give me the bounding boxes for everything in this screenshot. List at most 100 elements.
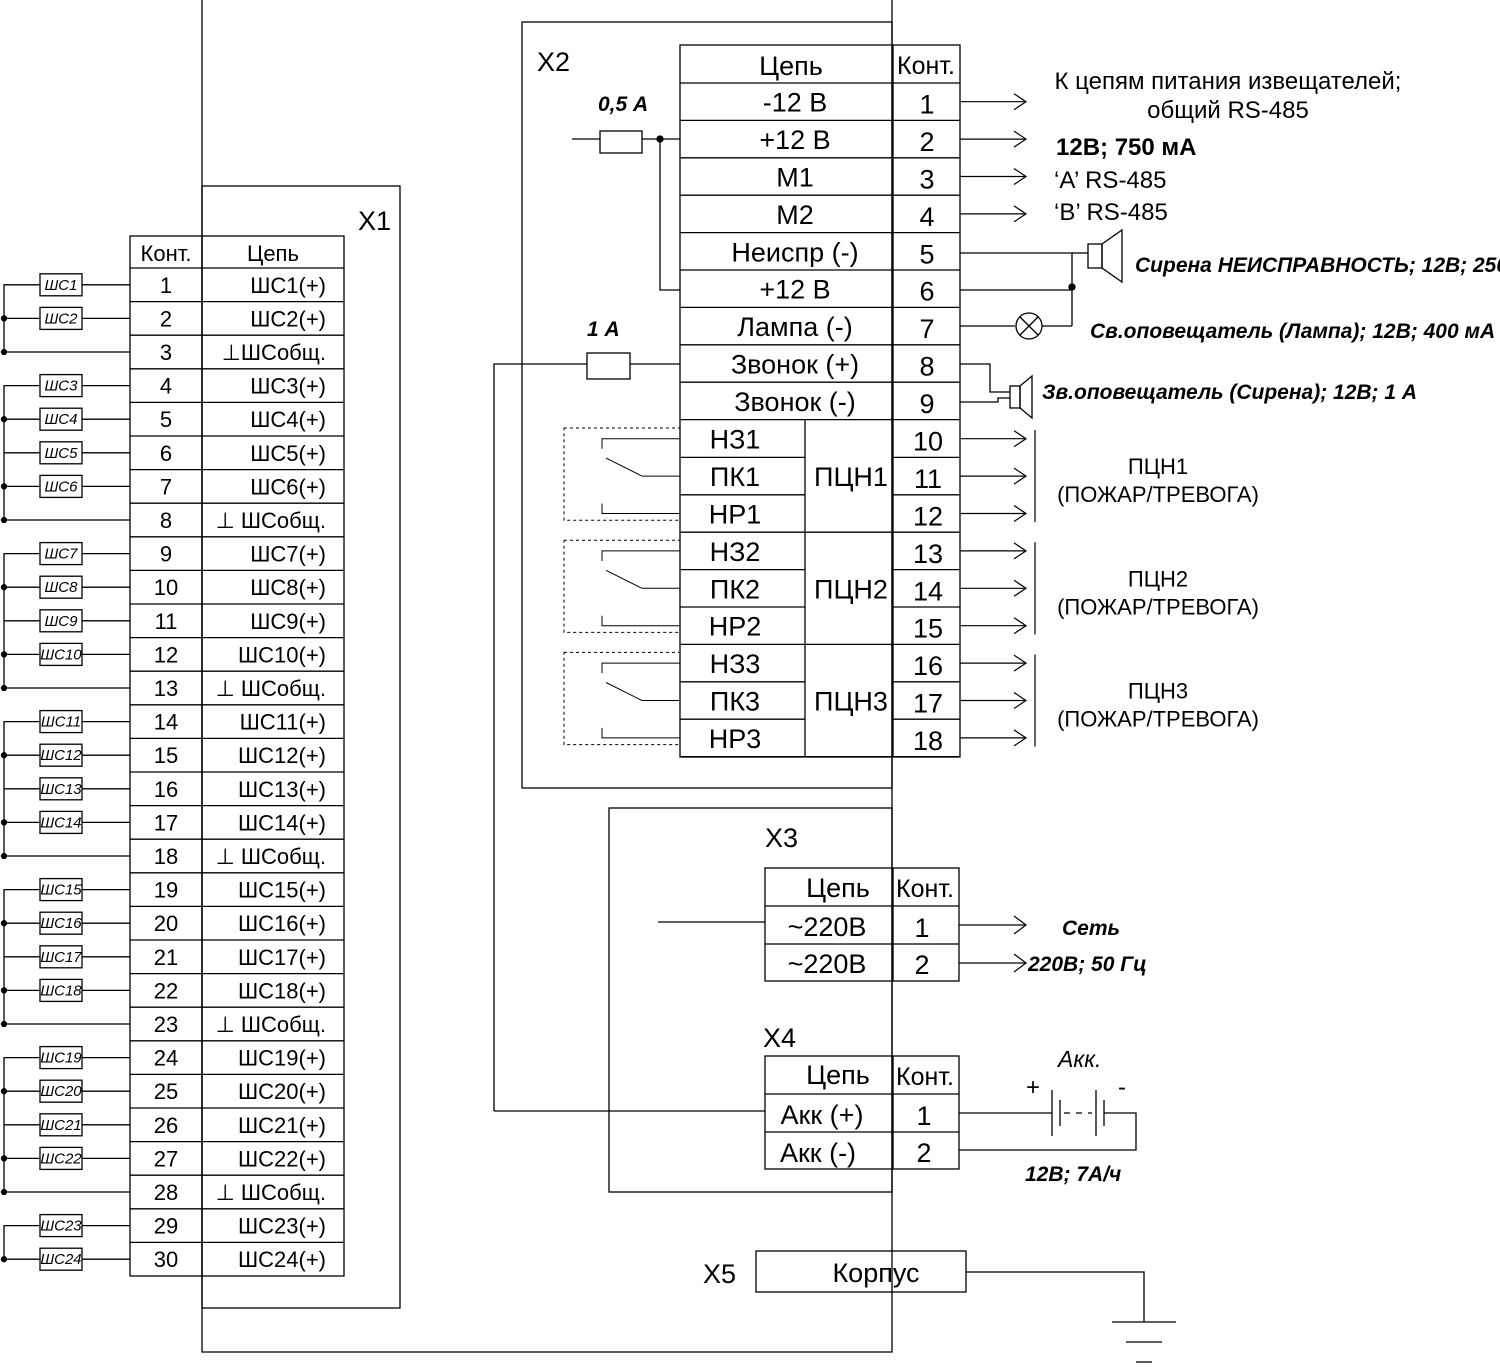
x3-row2-num: 2 bbox=[914, 950, 929, 980]
relay-contact-label: ПК1 bbox=[710, 462, 760, 492]
relay-output-sublabel: (ПОЖАР/ТРЕВОГА) bbox=[1057, 707, 1259, 732]
x5-body-label: Корпус bbox=[832, 1258, 919, 1288]
x1-header-circuit: Цепь bbox=[247, 241, 299, 266]
x1-row-circuit: ШС1(+) bbox=[250, 273, 326, 298]
relay-contact-num: 17 bbox=[913, 689, 943, 719]
relay-contact-label: НЗ2 bbox=[710, 537, 761, 567]
x1-row-num: 19 bbox=[154, 878, 178, 903]
x1-row-num: 3 bbox=[160, 340, 172, 365]
x2-row-circuit: -12 В bbox=[763, 88, 828, 118]
relay-contact-num: 18 bbox=[913, 726, 943, 756]
relay-contact-num: 15 bbox=[913, 614, 943, 644]
x1-row-circuit: ШС13(+) bbox=[238, 777, 326, 802]
x1-row-circuit: ⊥ ШСобщ. bbox=[216, 676, 326, 701]
x1-row-circuit: ⊥ ШСобщ. bbox=[216, 844, 326, 869]
power-current: 12В; 750 мА bbox=[1056, 134, 1196, 161]
mains-label: Сеть bbox=[1062, 917, 1120, 940]
x3-row2-circuit: ~220В bbox=[788, 949, 867, 979]
x1-row-num: 22 bbox=[154, 978, 178, 1003]
battery-label: Акк. bbox=[1056, 1046, 1101, 1072]
x1-row-circuit: ШС14(+) bbox=[238, 810, 326, 835]
x1-row-num: 14 bbox=[154, 710, 178, 735]
loop-label: ШС14 bbox=[40, 814, 81, 831]
x5-label: X5 bbox=[703, 1259, 736, 1289]
loop-label: ШС15 bbox=[40, 882, 82, 899]
output-arrows: ПЦН1(ПОЖАР/ТРЕВОГА)ПЦН2(ПОЖАР/ТРЕВОГА)ПЦ… bbox=[960, 93, 1259, 747]
x1-row-circuit: ШС3(+) bbox=[250, 374, 326, 399]
x1-label: X1 bbox=[358, 206, 391, 236]
loop-label: ШС23 bbox=[40, 1218, 82, 1235]
x1-row-num: 29 bbox=[154, 1214, 178, 1239]
x1-row-circuit: ШС16(+) bbox=[238, 911, 326, 936]
rs485-b: ‘В’ RS-485 bbox=[1054, 199, 1168, 226]
x1-row-circuit: ШС9(+) bbox=[250, 609, 326, 634]
x1-row-num: 11 bbox=[155, 609, 178, 634]
lamp-label: Св.оповещатель (Лампа); 12В; 400 мА bbox=[1090, 320, 1495, 343]
x4-terminal-table: Цепь Конт. Акк (+) 1 Акк (-) 2 bbox=[764, 1055, 960, 1170]
relay-contact-num: 13 bbox=[913, 539, 943, 569]
x1-row-circuit: ШС20(+) bbox=[238, 1079, 326, 1104]
loop-label: ШС12 bbox=[40, 747, 82, 764]
relay-name: ПЦН2 bbox=[814, 574, 888, 604]
loop-label: ШС24 bbox=[40, 1251, 81, 1268]
relay-contact-label: ПК2 bbox=[710, 574, 760, 604]
x1-row-circuit: ШС11(+) bbox=[240, 710, 326, 735]
x3-header-kont: Конт. bbox=[896, 875, 954, 903]
x1-row-circuit: ШС17(+) bbox=[238, 945, 326, 970]
x1-row-num: 9 bbox=[160, 542, 172, 567]
x1-row-circuit: ШС7(+) bbox=[250, 542, 326, 567]
x1-row-circuit: ⊥ ШСобщ. bbox=[216, 1012, 326, 1037]
x5-terminal: Корпус bbox=[755, 1250, 1176, 1363]
relay-output-label: ПЦН3 bbox=[1128, 679, 1188, 704]
loop-label: ШС13 bbox=[40, 781, 82, 798]
loop-label: ШС11 bbox=[41, 714, 81, 731]
x2-row-num: 3 bbox=[919, 165, 934, 195]
mains-spec: 220В; 50 Гц bbox=[1027, 953, 1147, 976]
x1-row-num: 12 bbox=[154, 642, 178, 667]
x1-row-circuit: ШС24(+) bbox=[238, 1247, 326, 1272]
x1-row-circuit: ШС19(+) bbox=[238, 1046, 326, 1071]
alarm-devices bbox=[960, 228, 1123, 420]
x2-header-kont: Конт. bbox=[897, 52, 955, 80]
fault-siren-symbol bbox=[1087, 243, 1103, 269]
battery-plus: + bbox=[1026, 1074, 1040, 1101]
x2-row-num: 6 bbox=[919, 277, 934, 307]
x2-row-circuit: Неиспр (-) bbox=[731, 237, 858, 267]
loop-label: ШС4 bbox=[45, 411, 78, 428]
loop-label: ШС6 bbox=[45, 478, 79, 495]
power-note-1: К цепям питания извещателей; bbox=[1055, 68, 1402, 95]
relay-output-label: ПЦН1 bbox=[1128, 454, 1188, 479]
x2-row-num: 7 bbox=[919, 314, 934, 344]
x1-row-num: 25 bbox=[154, 1079, 178, 1104]
loop-label: ШС17 bbox=[40, 949, 82, 966]
x2-row-circuit: Звонок (-) bbox=[734, 387, 856, 417]
mains-arrows bbox=[959, 915, 1027, 973]
siren-label: Зв.оповещатель (Сирена); 12В; 1 А bbox=[1042, 381, 1417, 404]
x1-row-circuit: ШС21(+) bbox=[238, 1113, 326, 1138]
x1-header-kont: Конт. bbox=[141, 241, 192, 266]
relay-contact-label: НР3 bbox=[709, 724, 762, 754]
fuse-1a bbox=[586, 352, 631, 380]
x3-header-circuit: Цепь bbox=[806, 873, 870, 903]
x1-row-num: 10 bbox=[154, 575, 178, 600]
x1-row-num: 21 bbox=[154, 945, 178, 970]
x2-row-circuit: М2 bbox=[776, 200, 814, 230]
x2-row-circuit: Лампа (-) bbox=[737, 312, 852, 342]
relay-outline bbox=[563, 539, 681, 633]
relay-contact-num: 16 bbox=[913, 651, 943, 681]
x1-row-circuit: ШС22(+) bbox=[238, 1146, 326, 1171]
x1-row-num: 16 bbox=[154, 777, 178, 802]
relay-contact-num: 10 bbox=[913, 427, 943, 457]
x2-row-num: 1 bbox=[919, 90, 934, 120]
battery-symbol bbox=[959, 1090, 1137, 1151]
relay-output-sublabel: (ПОЖАР/ТРЕВОГА) bbox=[1057, 482, 1259, 507]
x1-row-num: 2 bbox=[160, 306, 172, 331]
x2-row-circuit: М1 bbox=[776, 163, 814, 193]
loop-label: ШС19 bbox=[40, 1050, 82, 1067]
x1-row-circuit: ШС23(+) bbox=[238, 1214, 326, 1239]
loop-label: ШС8 bbox=[45, 579, 79, 596]
